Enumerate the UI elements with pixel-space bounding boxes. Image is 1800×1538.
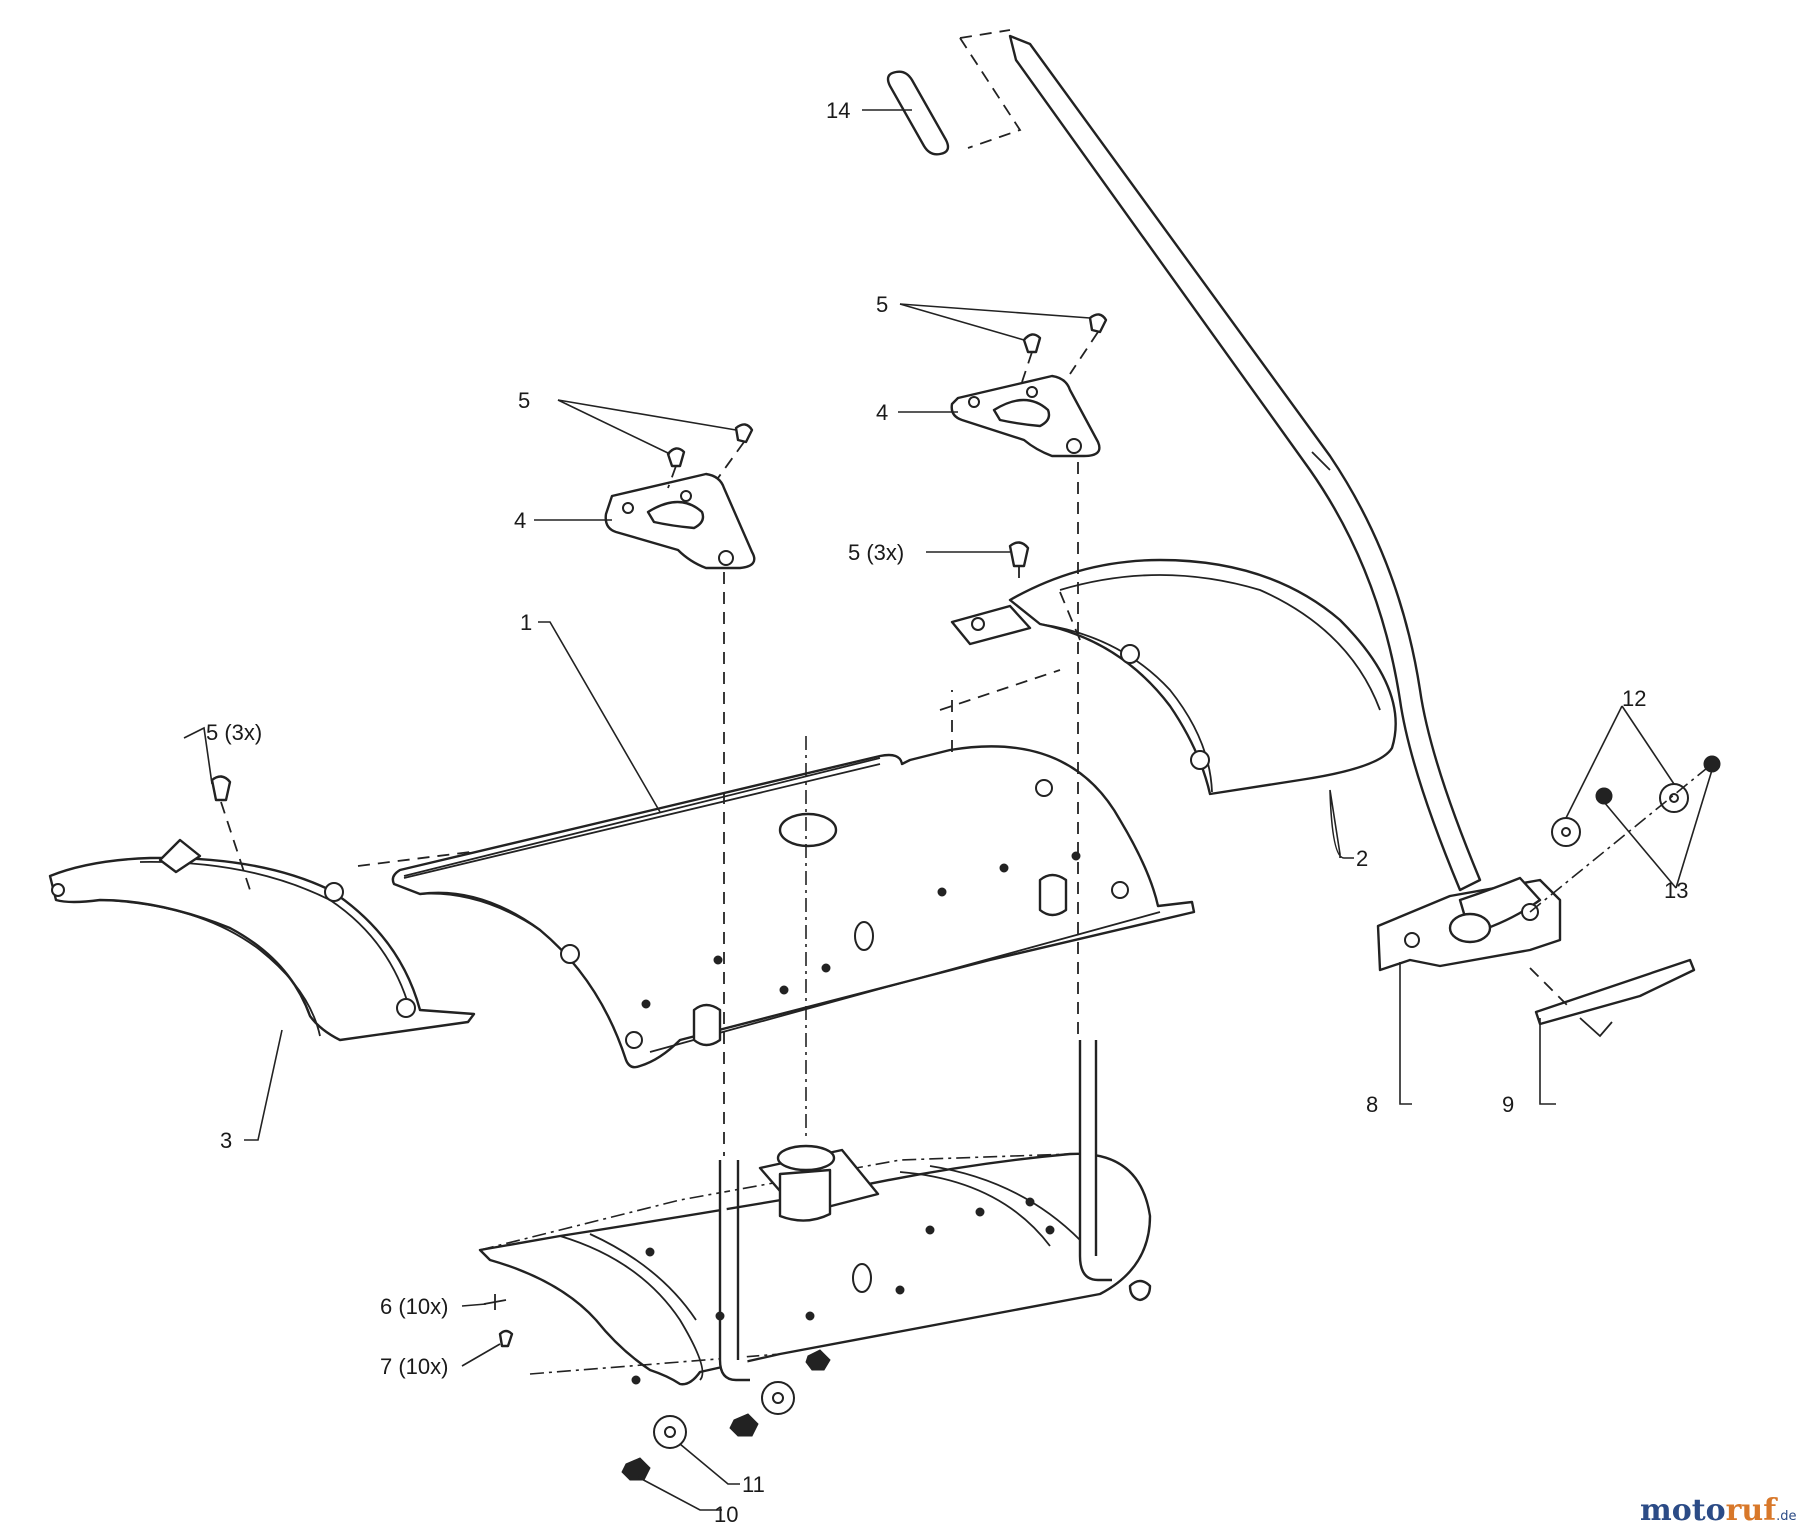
assembly-axis-lines — [723, 462, 1079, 1156]
parts-12-13-washers-nuts — [1529, 755, 1721, 913]
screw-5-right — [1008, 541, 1030, 578]
callout-5-3x-left: 5 (3x) — [206, 720, 262, 745]
handle-rod — [1008, 34, 1482, 892]
watermark-part1: moto — [1640, 1493, 1726, 1528]
motoruf-watermark: motoruf.de — [1640, 1493, 1797, 1528]
callout-14: 14 — [826, 98, 850, 123]
callout-5-right-bracket: 5 — [876, 292, 888, 317]
callout-10: 10 — [714, 1502, 738, 1527]
leader-lines — [183, 109, 1713, 1511]
callout-13: 13 — [1664, 878, 1688, 903]
callout-1: 1 — [520, 610, 532, 635]
part-8-hinge-bracket — [1376, 876, 1562, 972]
callout-4-left: 4 — [514, 508, 526, 533]
callout-2: 2 — [1356, 846, 1368, 871]
callout-12: 12 — [1622, 686, 1646, 711]
callout-9: 9 — [1502, 1092, 1514, 1117]
fasteners-6-7-10-11 — [483, 1294, 831, 1481]
screw-5-left — [210, 775, 251, 891]
callout-labels: 14 5 4 5 4 5 (3x) 1 5 (3x) 2 12 13 3 8 9… — [206, 98, 1688, 1527]
part-3-left-fender — [48, 838, 476, 1042]
callout-6-10x: 6 (10x) — [380, 1294, 448, 1319]
part-9-blade — [1529, 958, 1696, 1038]
callout-4-right: 4 — [876, 400, 888, 425]
svg-text:motoruf.de: motoruf.de — [1640, 1493, 1797, 1528]
callout-5-left-bracket: 5 — [518, 388, 530, 413]
part-14-pin — [886, 29, 1022, 156]
watermark-suffix: .de — [1776, 1509, 1796, 1524]
part-4-left-bracket — [604, 423, 756, 570]
part-4-right-bracket — [950, 313, 1108, 458]
callout-8: 8 — [1366, 1092, 1378, 1117]
callout-11: 11 — [742, 1472, 765, 1497]
part-2-right-fender — [950, 558, 1397, 796]
watermark-part2: ruf — [1726, 1493, 1779, 1528]
callout-7-10x: 7 (10x) — [380, 1354, 448, 1379]
callout-5-3x-right: 5 (3x) — [848, 540, 904, 565]
lower-tiller-housing — [478, 1040, 1152, 1386]
callout-3: 3 — [220, 1128, 232, 1153]
part-1-main-cover — [391, 669, 1196, 1069]
